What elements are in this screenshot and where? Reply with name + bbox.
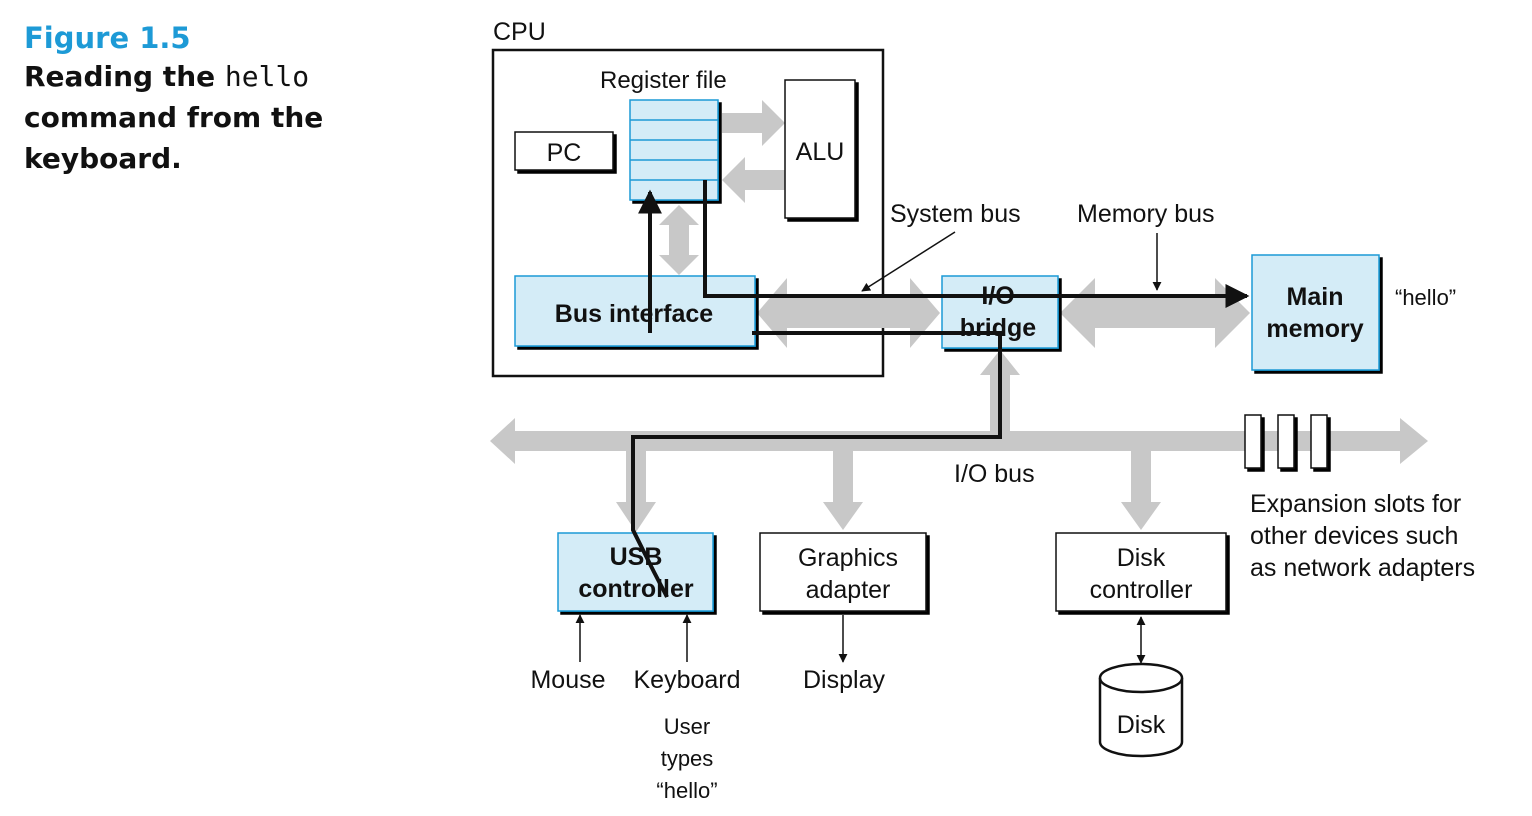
disk-controller-label-line2: controller xyxy=(1090,576,1193,604)
bus-interface-box xyxy=(514,275,756,347)
alu-to-regfile-arrow xyxy=(722,157,785,203)
memory-bus-arrow xyxy=(1060,278,1250,348)
pc-label: PC xyxy=(547,139,582,167)
user-types-label-line2: types xyxy=(661,746,714,771)
disk-controller-box xyxy=(1055,532,1227,612)
iobus-to-graphics-arrow xyxy=(823,451,863,530)
io-bus-label: I/O bus xyxy=(954,460,1035,488)
memory-content-label: “hello” xyxy=(1395,285,1456,310)
graphics-adapter-label-line1: Graphics xyxy=(798,544,898,572)
memory-bus-label: Memory bus xyxy=(1077,200,1215,228)
main-memory-box xyxy=(1251,254,1380,371)
main-memory-label-line2: memory xyxy=(1266,315,1363,343)
alu-label: ALU xyxy=(796,138,845,166)
system-bus-pointer xyxy=(861,231,956,292)
cpu-box xyxy=(491,48,885,378)
usb-controller-label-line2: controller xyxy=(578,575,694,603)
figure-caption: Figure 1.5 Reading the hello command fro… xyxy=(24,20,354,179)
register-file-label: Register file xyxy=(600,67,727,94)
iobus-to-disk-controller-arrow xyxy=(1121,451,1161,530)
expansion-slots-label-line1: Expansion slots for xyxy=(1250,490,1461,518)
input-data-path-lower xyxy=(631,331,1002,598)
iobus-to-usb-arrow xyxy=(616,451,656,532)
expansion-slots xyxy=(1244,414,1328,469)
bus-interface-label: Bus interface xyxy=(555,300,713,328)
output-data-path-to-memory xyxy=(703,180,1250,308)
io-bus-arrow xyxy=(490,418,1428,464)
user-types-label-line1: User xyxy=(664,714,710,739)
expansion-slots-label-line2: other devices such xyxy=(1250,522,1458,550)
pc-box xyxy=(514,131,614,171)
regfile-to-alu-arrow xyxy=(722,100,785,146)
usb-controller-box xyxy=(557,532,714,612)
system-bus-label: System bus xyxy=(890,200,1021,228)
disk-controller-label-line1: Disk xyxy=(1117,544,1166,572)
mouse-label: Mouse xyxy=(530,666,605,694)
main-memory-label-line1: Main xyxy=(1287,283,1344,311)
alu-box xyxy=(784,79,856,219)
graphics-adapter-box xyxy=(759,532,927,612)
disk-cylinder xyxy=(1098,662,1184,758)
cpu-label: CPU xyxy=(493,18,546,46)
figure-number: Figure 1.5 xyxy=(24,21,191,55)
user-types-label-line3: “hello” xyxy=(656,778,717,803)
expansion-slots-label-line3: as network adapters xyxy=(1250,554,1475,582)
keyboard-label: Keyboard xyxy=(633,666,740,694)
usb-controller-label-line1: USB xyxy=(610,543,663,571)
graphics-adapter-label-line2: adapter xyxy=(806,576,891,604)
regfile-businterface-arrow xyxy=(659,205,699,275)
figure-title-code: hello xyxy=(224,60,310,93)
disk-label: Disk xyxy=(1117,711,1166,739)
system-bus-arrow xyxy=(757,278,940,348)
figure-title: Reading the hello command from the keybo… xyxy=(24,56,354,179)
figure-title-part1: Reading the xyxy=(24,60,225,93)
figure-title-part2: command from the keyboard. xyxy=(24,101,324,175)
display-label: Display xyxy=(803,666,885,694)
